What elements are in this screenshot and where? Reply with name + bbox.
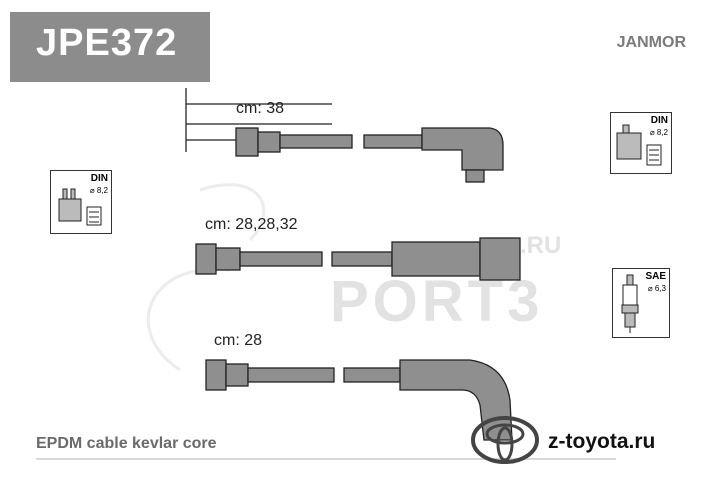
- distributor-cap-icon: [58, 188, 102, 226]
- spark-plug-icon: [621, 274, 639, 333]
- cable-2: [195, 237, 521, 281]
- cable-1-boot-angled: [421, 127, 504, 171]
- sae-badge: SAE ⌀ 6,3: [612, 268, 670, 338]
- cable-3: [205, 359, 513, 441]
- din-badge-right: DIN ⌀ 8,2: [610, 112, 672, 174]
- coil-icon: [616, 124, 662, 166]
- brand-name: JANMOR: [616, 34, 686, 51]
- cable-1-boot-left: [235, 127, 259, 157]
- cable-2-length: cm: 28,28,32: [205, 216, 298, 233]
- sae-badge-diameter: ⌀ 6,3: [647, 284, 666, 293]
- din-badge-left: DIN ⌀ 8,2: [50, 170, 112, 234]
- cable-3-boot-left: [205, 359, 227, 391]
- footer-divider: [36, 458, 616, 460]
- part-code: JPE372: [36, 22, 178, 64]
- cable-1-length: cm: 38: [236, 100, 285, 117]
- cable-2-boot-right: [479, 237, 521, 281]
- part-code-box: [10, 12, 210, 82]
- din-badge-right-standard: DIN: [650, 115, 668, 126]
- sae-badge-standard: SAE: [645, 271, 666, 282]
- site-name: z-toyota.ru: [548, 430, 656, 453]
- din-badge-right-diameter: ⌀ 8,2: [649, 128, 668, 137]
- din-badge-left-standard: DIN: [90, 173, 108, 184]
- material-description: EPDM cable kevlar core: [36, 435, 217, 452]
- cable-2-boot-left: [195, 243, 217, 275]
- din-badge-left-diameter: ⌀ 8,2: [89, 186, 108, 195]
- watermark-suffix: .RU: [520, 232, 562, 259]
- cable-1: [235, 127, 504, 183]
- toyota-logo-icon: [471, 416, 539, 464]
- cable-3-length: cm: 28: [214, 332, 263, 349]
- cable-1-leader-lines: [185, 88, 332, 152]
